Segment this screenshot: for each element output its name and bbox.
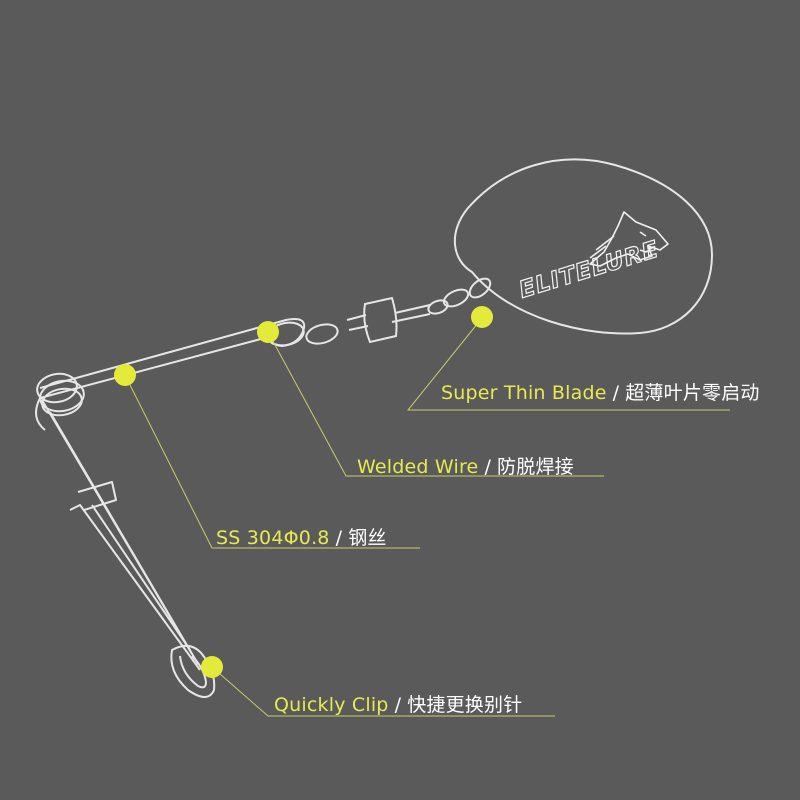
- callout-label-zh: 超薄叶片零启动: [625, 382, 760, 404]
- callout-label-zh: 防脱焊接: [497, 456, 574, 478]
- leader-line-clip: [211, 666, 555, 717]
- callout-dot-weld: [257, 321, 279, 343]
- blade-outline: [454, 158, 714, 335]
- callout-dots: [114, 306, 493, 678]
- callout-label-blade: Super Thin Blade/超薄叶片零启动: [441, 378, 760, 405]
- leader-lines: [124, 317, 730, 717]
- wolf-head-icon: [589, 211, 669, 267]
- callout-label-separator: /: [394, 694, 402, 716]
- callout-label-zh: 钢丝: [348, 527, 387, 549]
- callout-label-en: Super Thin Blade: [441, 382, 607, 404]
- callout-label-en: Quickly Clip: [274, 694, 389, 716]
- blade-brand-text: ELITELURE: [516, 237, 662, 304]
- wire-coil: [35, 372, 85, 431]
- clip-arm: [41, 399, 201, 671]
- leader-line-blade: [406, 317, 730, 411]
- callout-dot-clip: [201, 656, 223, 678]
- leader-line-weld: [267, 331, 604, 477]
- callout-label-wire: SS 304Φ0.8/钢丝: [216, 523, 387, 550]
- blade-rings: [427, 277, 492, 315]
- callout-label-en: Welded Wire: [357, 456, 479, 478]
- callout-label-weld: Welded Wire/防脱焊接: [357, 452, 574, 479]
- callout-dot-wire: [114, 364, 136, 386]
- swivel-barrel: [305, 296, 431, 345]
- callout-label-clip: Quickly Clip/快捷更换别针: [274, 690, 522, 717]
- callout-dot-blade: [471, 306, 493, 328]
- callout-label-separator: /: [484, 456, 492, 478]
- callout-label-separator: /: [335, 527, 343, 549]
- callout-label-en: SS 304Φ0.8: [216, 527, 330, 549]
- leader-line-wire: [124, 374, 420, 549]
- callout-label-separator: /: [612, 382, 620, 404]
- callout-label-zh: 快捷更换别针: [407, 694, 523, 716]
